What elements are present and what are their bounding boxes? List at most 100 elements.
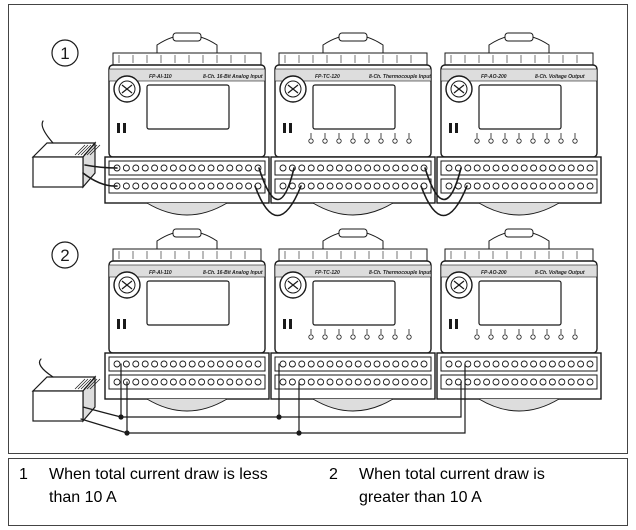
- terminal-screw: [179, 164, 187, 172]
- module-top-rail: [278, 52, 428, 66]
- terminal-screw: [501, 164, 509, 172]
- terminal-screw: [207, 182, 215, 190]
- callouts: 12: [51, 39, 79, 269]
- channel-led: [364, 334, 370, 340]
- terminal-screw: [382, 164, 390, 172]
- terminal-row-top: [108, 356, 266, 372]
- terminal-screw: [567, 378, 575, 386]
- terminal-screw: [326, 378, 334, 386]
- terminal-screw: [364, 182, 372, 190]
- terminal-screw: [188, 378, 196, 386]
- module-model: FP-TC-120: [315, 74, 340, 80]
- module-model: FP-AI-110: [149, 74, 172, 80]
- terminal-screw: [577, 360, 585, 368]
- terminal-screw: [279, 164, 287, 172]
- terminal-screw: [335, 360, 343, 368]
- terminal-screw: [160, 378, 168, 386]
- terminal-screw: [411, 360, 419, 368]
- status-led: [117, 319, 120, 329]
- channel-led: [392, 138, 398, 144]
- terminal-screw: [216, 164, 224, 172]
- terminal-screw: [254, 360, 262, 368]
- terminal-screw: [122, 182, 130, 190]
- supply-vent: [80, 378, 92, 390]
- terminal-screw: [326, 182, 334, 190]
- terminal-screw: [279, 182, 287, 190]
- latch-tab: [504, 228, 534, 238]
- supply-vent: [77, 378, 89, 390]
- terminal-screw: [558, 378, 566, 386]
- terminal-screw: [567, 182, 575, 190]
- terminal-screw: [401, 378, 409, 386]
- terminal-screw: [235, 182, 243, 190]
- terminal-screw: [483, 378, 491, 386]
- module-window: [312, 84, 396, 130]
- terminal-screw: [492, 378, 500, 386]
- status-led: [289, 123, 292, 133]
- terminal-screw: [411, 164, 419, 172]
- terminal-screw: [473, 360, 481, 368]
- terminal-screw: [511, 182, 519, 190]
- status-led: [117, 123, 120, 133]
- module-model: FP-AO-200: [481, 270, 507, 276]
- terminal-row-bottom: [108, 374, 266, 390]
- din-rail-clip: [146, 202, 228, 216]
- terminal-screw: [473, 164, 481, 172]
- terminal-screw: [520, 182, 528, 190]
- terminal-screw: [586, 360, 594, 368]
- terminal-screw: [198, 378, 206, 386]
- knob-mark: [121, 84, 133, 94]
- module-top-rail: [444, 52, 594, 66]
- terminal-screw: [216, 378, 224, 386]
- status-led: [289, 319, 292, 329]
- terminal-screw: [473, 182, 481, 190]
- supply-vent: [83, 144, 95, 156]
- knob-mark: [287, 84, 299, 94]
- status-led: [123, 319, 126, 329]
- latch-tab: [172, 228, 202, 238]
- terminal-screw: [151, 378, 159, 386]
- terminal-screw: [530, 164, 538, 172]
- terminal-screw: [530, 378, 538, 386]
- terminal-screw: [326, 360, 334, 368]
- channel-led: [308, 334, 314, 340]
- terminal-screw: [245, 182, 253, 190]
- terminal-screw: [558, 182, 566, 190]
- terminal-screw: [207, 378, 215, 386]
- terminal-screw: [473, 378, 481, 386]
- terminal-screw: [235, 378, 243, 386]
- module-label-strip: [108, 264, 266, 278]
- terminal-screw: [298, 164, 306, 172]
- terminal-screw: [548, 182, 556, 190]
- module-label-strip: [440, 68, 598, 82]
- terminal-screw: [160, 164, 168, 172]
- terminal-screw: [464, 164, 472, 172]
- terminal-screw: [279, 360, 287, 368]
- terminal-screw: [169, 164, 177, 172]
- module-model: FP-TC-120: [315, 270, 340, 276]
- terminal-screw: [226, 378, 234, 386]
- channel-led: [502, 138, 508, 144]
- terminal-screw: [160, 360, 168, 368]
- supply-vent: [74, 378, 86, 390]
- terminal-screw: [454, 360, 462, 368]
- terminal-screw: [245, 360, 253, 368]
- channel-led: [322, 334, 328, 340]
- terminal-screw: [198, 182, 206, 190]
- supply-vent: [86, 378, 98, 390]
- wire: [38, 358, 54, 378]
- status-led: [455, 319, 458, 329]
- terminal-screw: [464, 360, 472, 368]
- latch-tab: [338, 32, 368, 42]
- terminal-screw: [169, 182, 177, 190]
- latch-tab: [172, 32, 202, 42]
- channel-led: [516, 334, 522, 340]
- terminal-row-top: [440, 356, 598, 372]
- supply-vent: [86, 144, 98, 156]
- wire-junction: [296, 430, 302, 436]
- module-window: [478, 280, 562, 326]
